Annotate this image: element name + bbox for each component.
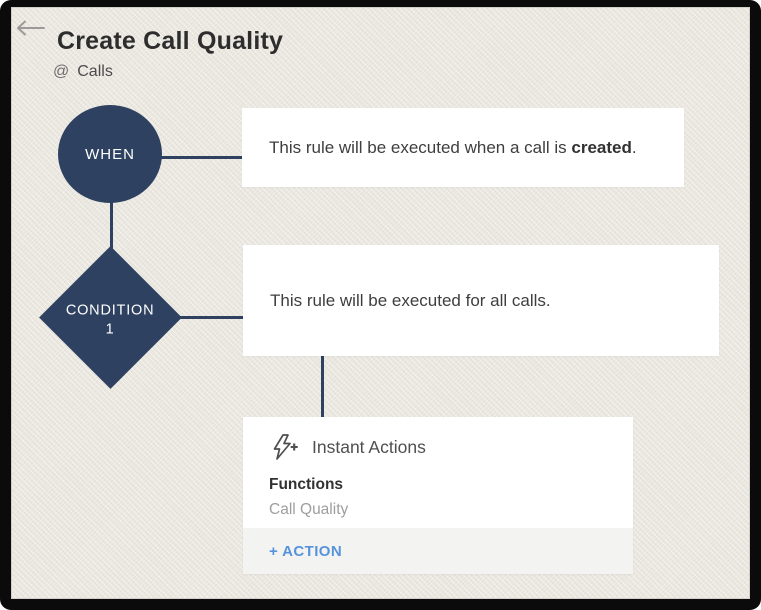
instant-actions-title: Instant Actions xyxy=(312,436,426,457)
module-breadcrumb: @ Calls xyxy=(53,63,113,81)
back-button[interactable] xyxy=(13,16,47,42)
when-description-card[interactable]: This rule will be executed when a call i… xyxy=(242,108,684,187)
when-description: This rule will be executed when a call i… xyxy=(269,137,637,157)
module-prefix: @ xyxy=(53,63,70,80)
module-name: Calls xyxy=(77,63,113,80)
page-title: Create Call Quality xyxy=(57,27,284,55)
functions-group-label: Functions xyxy=(269,476,344,493)
condition-description: This rule will be executed for all calls… xyxy=(270,290,551,310)
action-bar: + ACTION xyxy=(243,528,633,574)
back-arrow-icon xyxy=(14,18,46,41)
connector-when-to-condition xyxy=(110,200,113,249)
lightning-plus-icon xyxy=(269,432,299,462)
connector-condition-to-actions xyxy=(321,355,324,418)
condition-description-card[interactable]: This rule will be executed for all calls… xyxy=(243,245,719,356)
function-item-call-quality[interactable]: Call Quality xyxy=(269,501,349,518)
instant-actions-panel: Instant Actions Functions Call Quality +… xyxy=(243,417,633,574)
when-node-label: WHEN xyxy=(85,145,135,163)
connector-when-to-card xyxy=(160,156,245,159)
when-node[interactable]: WHEN xyxy=(58,105,162,203)
add-action-link[interactable]: + ACTION xyxy=(269,542,343,560)
condition-node-label: CONDITION 1 xyxy=(66,302,155,338)
when-trigger-type: created xyxy=(571,137,632,157)
connector-condition-to-card xyxy=(179,316,244,319)
instant-actions-header: Instant Actions xyxy=(243,417,633,462)
